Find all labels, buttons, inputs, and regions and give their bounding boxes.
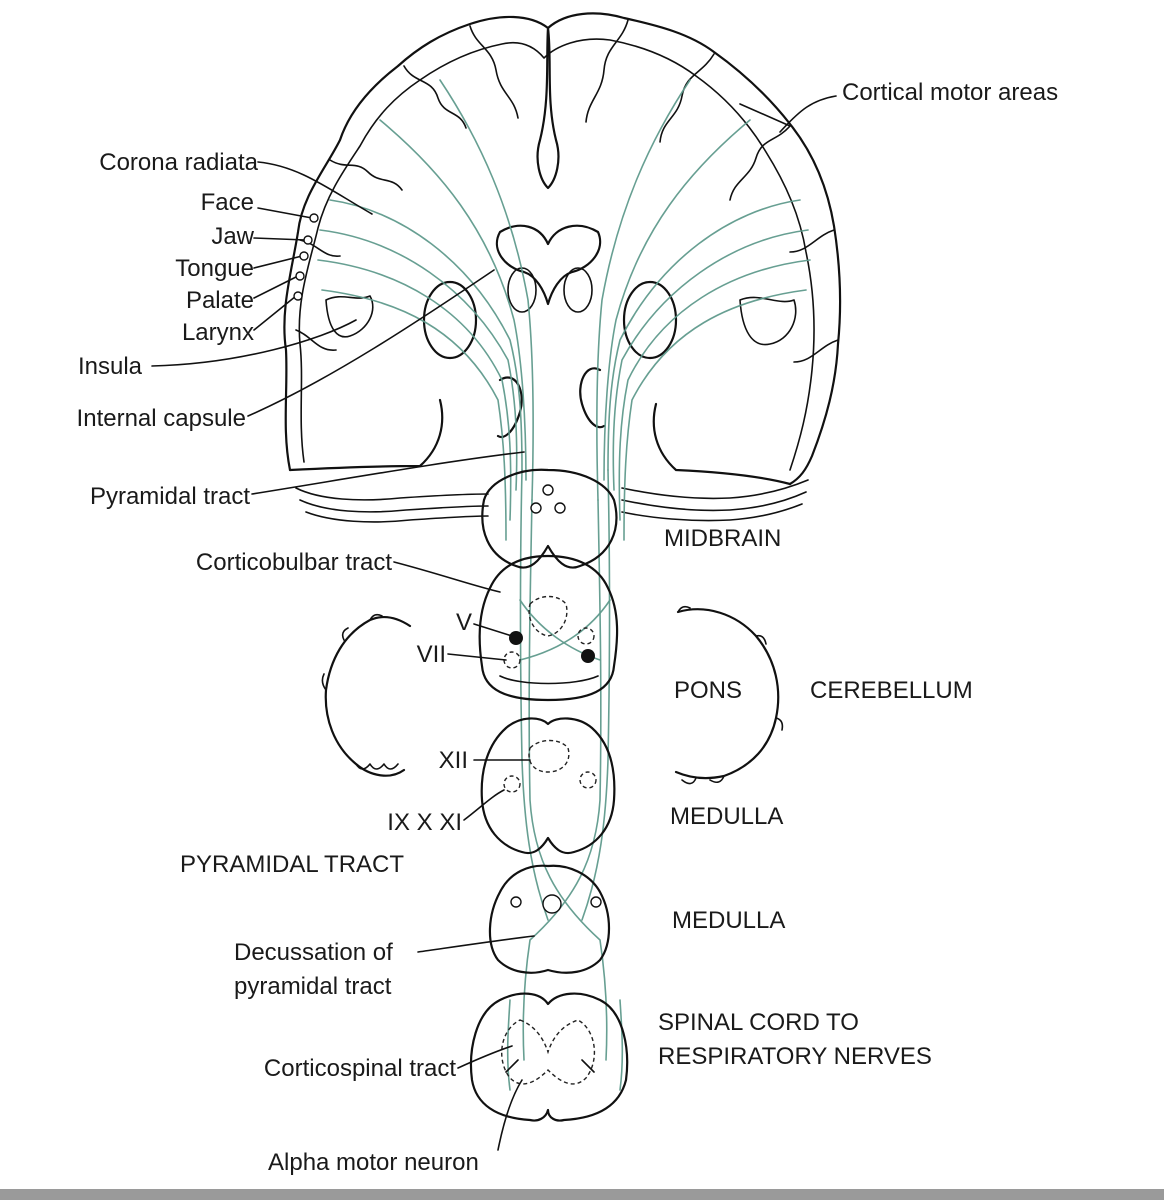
label-face: Face — [201, 189, 254, 216]
label-cerebellum: CEREBELLUM — [810, 677, 973, 704]
label-medulla-upper: MEDULLA — [670, 803, 783, 830]
cerebellum-right-scallops — [677, 605, 784, 785]
label-tongue: Tongue — [175, 255, 254, 282]
pons-inner — [499, 675, 599, 685]
label-cortical-motor-areas: Cortical motor areas — [842, 79, 1058, 106]
label-decussation-line1: Decussation of — [234, 939, 393, 966]
lateral-ventricles — [495, 224, 602, 306]
larynx-point — [293, 291, 303, 301]
left-putamen — [422, 280, 478, 360]
right-insula-sulcus — [739, 296, 797, 346]
palate-point — [295, 271, 305, 281]
label-nerve-v: V — [456, 609, 472, 636]
labels: Cortical motor areas Corona radiata Face… — [77, 79, 1059, 1176]
label-spinal-cord-line1: SPINAL CORD TO — [658, 1009, 859, 1036]
longitudinal-fissure — [536, 26, 560, 190]
nucleus-v-right — [577, 627, 595, 645]
nucleus-vii-right — [581, 649, 595, 663]
left-temporal-lobe — [288, 398, 444, 472]
central-canal — [542, 894, 562, 914]
spinal-cord-section — [469, 992, 629, 1122]
label-corticobulbar-tract: Corticobulbar tract — [196, 549, 392, 576]
upper-medulla-section — [480, 717, 616, 855]
label-corona-radiata: Corona radiata — [99, 149, 258, 176]
lower-medulla-section — [488, 864, 610, 974]
leader-lines — [151, 95, 837, 1151]
label-spinal-cord-line2: RESPIRATORY NERVES — [658, 1043, 932, 1070]
nucleus-ix-x-xi-left — [503, 775, 521, 793]
bottom-frame-bar — [0, 1189, 1164, 1200]
brainstem-sections — [321, 468, 784, 1122]
ventral-roots — [505, 1059, 595, 1073]
cerebellum-left — [324, 616, 412, 777]
cerebellum-left-scallops — [321, 613, 399, 770]
left-gyri — [295, 25, 519, 351]
lower-medulla-nucleus-right — [590, 896, 602, 908]
grey-matter-butterfly — [501, 1019, 596, 1085]
hypoglossal-nuclei — [528, 739, 570, 773]
midbrain-nucleus-left — [530, 502, 542, 514]
label-nerve-vii: VII — [417, 641, 446, 668]
lower-medulla-nucleus-left — [510, 896, 522, 908]
label-jaw: Jaw — [211, 223, 254, 250]
right-gyri — [585, 19, 839, 363]
cerebrum-inner-outline — [298, 38, 815, 471]
midbrain-section — [481, 468, 618, 569]
label-corticospinal-tract: Corticospinal tract — [264, 1055, 456, 1082]
label-nerves-ix-x-xi: IX X XI — [387, 809, 462, 836]
midbrain-aqueduct — [542, 484, 554, 496]
tongue-point — [299, 251, 309, 261]
left-caudate — [507, 267, 537, 313]
label-internal-capsule: Internal capsule — [77, 405, 246, 432]
midbrain-nucleus-right — [554, 502, 566, 514]
label-medulla-lower: MEDULLA — [672, 907, 785, 934]
label-pyramidal-tract-caps: PYRAMIDAL TRACT — [180, 851, 404, 878]
left-folia — [295, 487, 489, 523]
label-larynx: Larynx — [182, 319, 254, 346]
right-folia — [621, 479, 809, 522]
label-alpha-motor-neuron: Alpha motor neuron — [268, 1149, 479, 1176]
face-point — [309, 213, 319, 223]
label-nerve-xii: XII — [439, 747, 468, 774]
right-putamen — [622, 280, 678, 360]
jaw-point — [303, 235, 313, 245]
nucleus-ix-x-xi-right — [579, 771, 597, 789]
motor-fibers — [317, 79, 811, 1091]
label-palate: Palate — [186, 287, 254, 314]
cerebrum-outline — [283, 12, 842, 486]
nucleus-v-left — [509, 631, 523, 645]
label-pons: PONS — [674, 677, 742, 704]
pons-nuclei — [528, 595, 568, 637]
cerebrum-section — [283, 12, 842, 523]
pons-section — [478, 554, 619, 702]
label-pyramidal-tract: Pyramidal tract — [90, 483, 250, 510]
right-temporal-lobe — [652, 402, 792, 486]
label-insula: Insula — [78, 353, 143, 380]
right-caudate — [563, 267, 593, 313]
label-decussation-line2: pyramidal tract — [234, 973, 392, 1000]
label-midbrain: MIDBRAIN — [664, 525, 781, 552]
right-hippocampus — [579, 367, 606, 429]
